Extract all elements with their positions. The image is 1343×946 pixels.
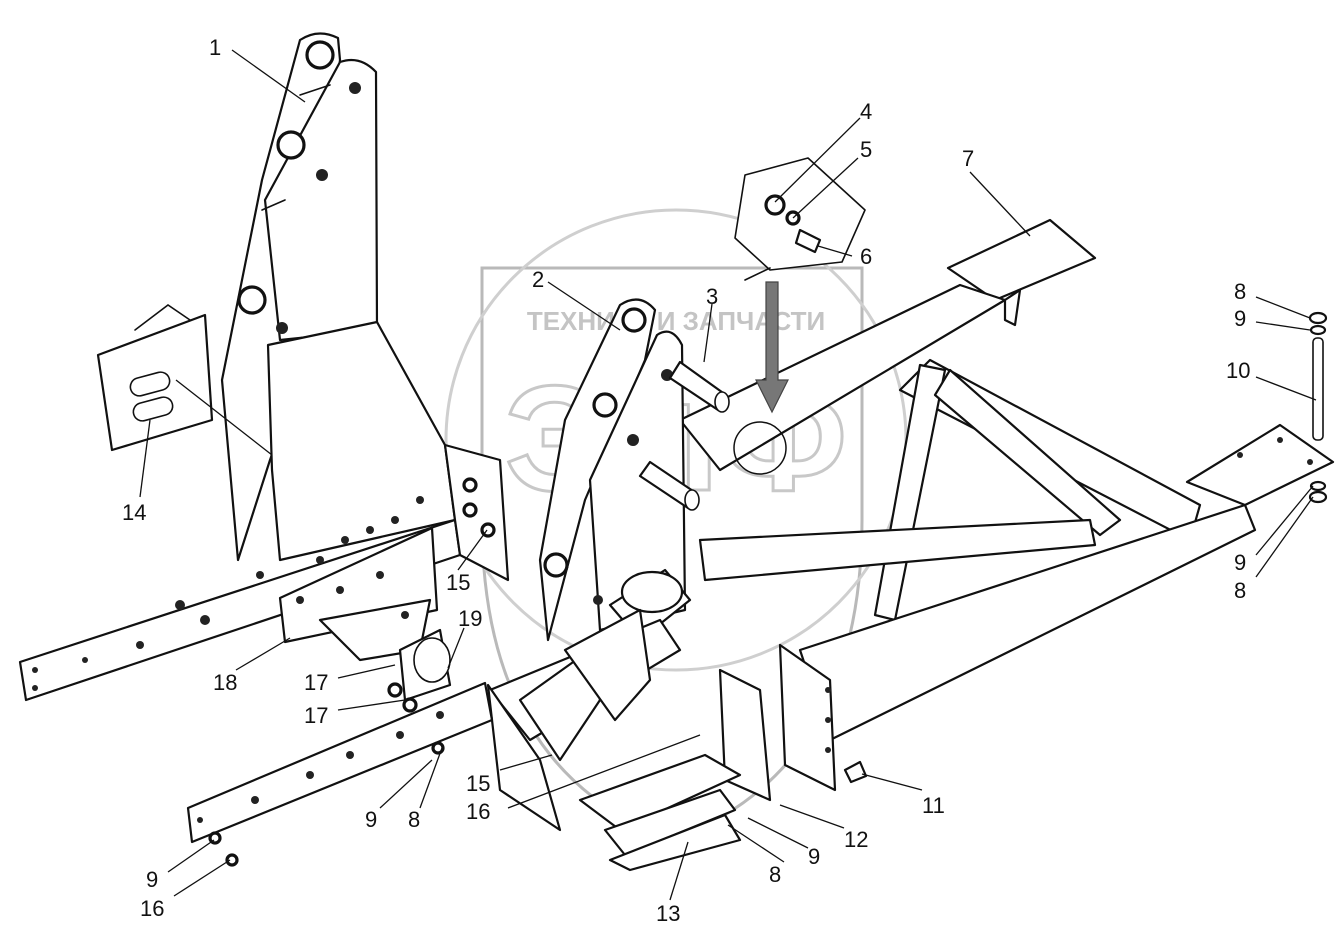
- part-10-rod: [1308, 311, 1328, 504]
- callout-9-left: 9: [365, 807, 377, 832]
- callout-11: 11: [922, 793, 945, 818]
- part-2-center-bracket: [538, 298, 687, 642]
- callout-12: 12: [844, 827, 868, 852]
- part-1-vertical-bracket: [220, 32, 457, 562]
- watermark-brand-text: ТЕХНИКА И ЗАПЧАСТИ: [527, 306, 825, 336]
- callout-14: 14: [122, 500, 146, 525]
- callout-8-right: 8: [1234, 578, 1246, 603]
- callout-8-bottom: 8: [769, 862, 781, 887]
- callout-3: 3: [706, 284, 718, 309]
- callout-9-bottom: 9: [808, 844, 820, 869]
- part-3-pins: [638, 360, 730, 511]
- callout-4: 4: [860, 99, 872, 124]
- callout-16-far-left: 16: [140, 896, 164, 921]
- leader-lines: [139, 49, 1317, 901]
- part-14-slotted-plate: [96, 304, 214, 452]
- detail-inset: [734, 157, 866, 281]
- callout-10: 10: [1226, 358, 1250, 383]
- part-7-upper-rail: [678, 218, 1097, 472]
- callout-9-far-left: 9: [146, 867, 158, 892]
- callout-1: 1: [209, 35, 221, 60]
- callout-18: 18: [213, 670, 237, 695]
- callout-17-bottom: 17: [304, 703, 328, 728]
- callout-8-top: 8: [1234, 279, 1246, 304]
- callout-9-right: 9: [1234, 550, 1246, 575]
- callout-13: 13: [656, 901, 680, 926]
- callout-2: 2: [532, 267, 544, 292]
- callouts: 1 2 3 4 5 6 7 8 9 10 9 8 14 15 19 18 17 …: [122, 35, 1250, 926]
- callout-8-left: 8: [408, 807, 420, 832]
- center-hitch-assembly: [486, 568, 837, 832]
- callout-7: 7: [962, 146, 974, 171]
- callout-15-bottom: 15: [466, 771, 490, 796]
- callout-19: 19: [458, 606, 482, 631]
- callout-6: 6: [860, 244, 872, 269]
- right-cross-frame: [698, 358, 1335, 742]
- part-11-bolt: [843, 760, 868, 784]
- callout-9-top: 9: [1234, 306, 1246, 331]
- part-19-shaft: [387, 628, 452, 713]
- callout-15-top: 15: [446, 570, 470, 595]
- part-13-fork-plates: [578, 753, 742, 872]
- callout-5: 5: [860, 137, 872, 162]
- left-side-beam: [18, 443, 510, 702]
- callout-17-top: 17: [304, 670, 328, 695]
- detail-pointer-arrow: [733, 281, 789, 475]
- callout-16-center: 16: [466, 799, 490, 824]
